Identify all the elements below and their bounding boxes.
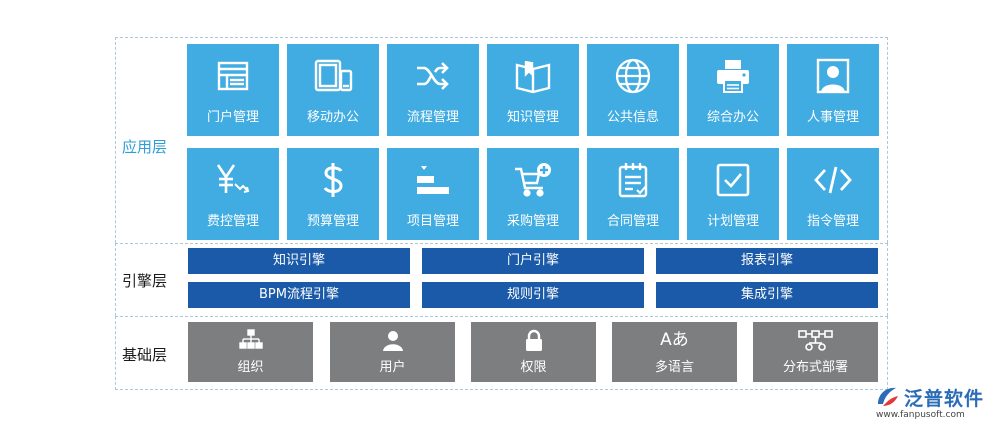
tile-label: 采购管理: [506, 214, 559, 229]
tile-procurement-management[interactable]: 采购管理: [487, 148, 579, 240]
engine-layer-frame: [115, 243, 888, 316]
tile-label: 知识管理: [506, 110, 559, 125]
tablet-phone-icon: [313, 56, 353, 96]
base-label: 权限: [520, 360, 547, 375]
base-layer-frame: [115, 316, 888, 390]
base-layer-label: 基础层: [122, 346, 168, 364]
code-brackets-icon: [813, 160, 853, 200]
application-layer-label: 应用层: [122, 138, 168, 156]
shopping-cart-plus-icon: [513, 160, 553, 200]
yen-down-trend-icon: [213, 160, 253, 200]
browser-window-icon: [213, 56, 253, 96]
tile-label: 项目管理: [406, 214, 459, 229]
tile-label: 人事管理: [806, 110, 859, 125]
base-label: 多语言: [654, 360, 694, 375]
tile-public-information[interactable]: 公共信息: [587, 44, 679, 136]
network-nodes-icon: [796, 328, 836, 352]
tile-plan-management[interactable]: 计划管理: [687, 148, 779, 240]
base-label: 组织: [237, 360, 264, 375]
tile-process-management[interactable]: 流程管理: [387, 44, 479, 136]
dollar-icon: [313, 160, 353, 200]
gantt-bars-icon: [413, 160, 453, 200]
base-multilanguage[interactable]: Aあ 多语言: [612, 322, 737, 382]
engine-bpm[interactable]: BPM流程引擎: [188, 282, 410, 308]
tile-label: 门户管理: [206, 110, 259, 125]
base-distributed-deployment[interactable]: 分布式部署: [753, 322, 878, 382]
logo-mark-icon: [878, 387, 898, 406]
company-logo: 泛普软件 www.fanpusoft.com: [872, 382, 996, 426]
tile-mobile-office[interactable]: 移动办公: [287, 44, 379, 136]
checkbox-icon: [713, 160, 753, 200]
logo-url: www.fanpusoft.com: [876, 410, 965, 420]
tile-label: 公共信息: [606, 110, 659, 125]
lock-icon: [522, 328, 546, 352]
tile-portal-management[interactable]: 门户管理: [187, 44, 279, 136]
tile-general-office[interactable]: 综合办公: [687, 44, 779, 136]
user-icon: [381, 328, 405, 352]
tile-label: 费控管理: [206, 214, 259, 229]
tile-hr-management[interactable]: 人事管理: [787, 44, 879, 136]
contract-document-icon: [613, 160, 653, 200]
language-icon: Aあ: [660, 330, 689, 350]
engine-rules[interactable]: 规则引擎: [422, 282, 644, 308]
base-user[interactable]: 用户: [330, 322, 455, 382]
base-permission[interactable]: 权限: [471, 322, 596, 382]
tile-project-management[interactable]: 项目管理: [387, 148, 479, 240]
tile-knowledge-management[interactable]: 知识管理: [487, 44, 579, 136]
tile-budget-management[interactable]: 预算管理: [287, 148, 379, 240]
tile-instruction-management[interactable]: 指令管理: [787, 148, 879, 240]
open-book-icon: [513, 56, 553, 96]
globe-icon: [613, 56, 653, 96]
tile-contract-management[interactable]: 合同管理: [587, 148, 679, 240]
engine-integration[interactable]: 集成引擎: [656, 282, 878, 308]
tile-label: 计划管理: [706, 214, 759, 229]
engine-report[interactable]: 报表引擎: [656, 248, 878, 274]
base-label: 用户: [379, 360, 406, 375]
engine-layer-label: 引擎层: [122, 272, 168, 290]
tile-label: 预算管理: [306, 214, 359, 229]
org-chart-icon: [238, 328, 263, 352]
tile-label: 综合办公: [706, 110, 759, 125]
shuffle-arrows-icon: [413, 56, 453, 96]
base-organization[interactable]: 组织: [188, 322, 313, 382]
person-portrait-icon: [813, 56, 853, 96]
engine-knowledge[interactable]: 知识引擎: [188, 248, 410, 274]
tile-expense-control[interactable]: 费控管理: [187, 148, 279, 240]
engine-portal[interactable]: 门户引擎: [422, 248, 644, 274]
tile-label: 指令管理: [806, 214, 859, 229]
tile-label: 移动办公: [306, 110, 359, 125]
printer-icon: [713, 56, 753, 96]
tile-label: 合同管理: [606, 214, 659, 229]
tile-label: 流程管理: [406, 110, 459, 125]
application-layer-frame: [115, 37, 888, 243]
logo-name: 泛普软件: [904, 388, 985, 410]
base-label: 分布式部署: [782, 360, 848, 375]
